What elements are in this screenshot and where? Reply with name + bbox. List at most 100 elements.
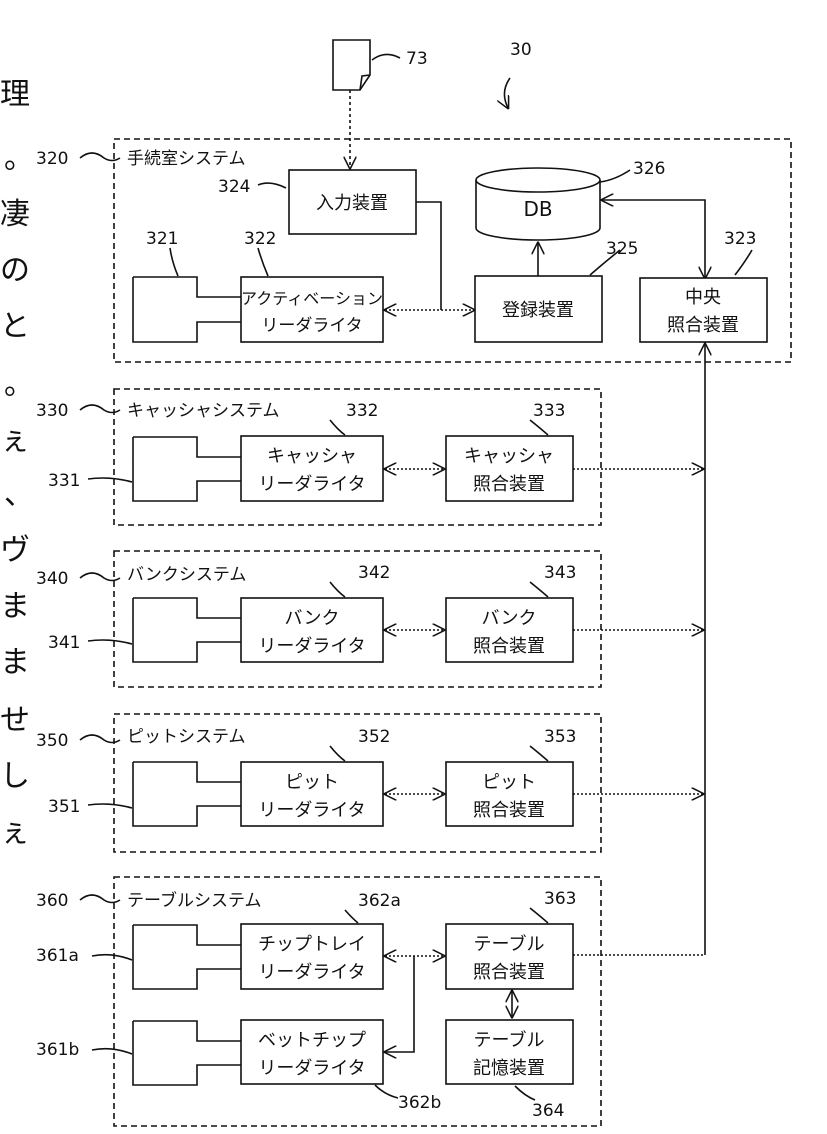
ref-363: 363 [544,889,576,909]
register-device-label: 登録装置 [502,300,574,321]
bank-antenna [133,598,241,662]
ref-30: 30 [510,40,532,60]
leader-362a [345,910,358,923]
leader-324 [258,183,286,188]
ref-73: 73 [406,49,428,69]
tray-antenna [133,925,241,989]
ref-353: 353 [544,727,576,747]
pit-checker-line2: 照合装置 [473,800,545,821]
cashier-system-label: キャッシャシステム [127,401,280,421]
ref-321: 321 [146,229,178,249]
pit-antenna [133,762,241,826]
pit-system-label: ピットシステム [127,727,246,747]
leader-333 [530,420,548,435]
margin-char: ヴ [0,533,30,568]
leader-353 [530,746,548,761]
margin-char: し [0,759,30,794]
ref-341: 341 [48,633,80,653]
margin-char: せ [0,703,30,738]
input-line [416,202,441,310]
ref-364: 364 [532,1101,564,1121]
ref-324: 324 [218,177,250,197]
margin-characters: 理 。 凄 の と 。 ぇ 、 ヴ ま ま せ し ぇ [0,77,34,850]
table-storage-line1: テーブル [474,1029,545,1051]
bank-system-label: バンクシステム [127,565,246,585]
tray-reader-line1: チップトレイ [258,934,366,955]
margin-char: 理 [0,77,30,112]
ref-362a: 362a [358,891,401,911]
leader-322 [258,248,268,276]
leader-351 [88,804,132,808]
db-cylinder-top [476,168,600,192]
ref-326: 326 [633,159,665,179]
input-device-label: 入力装置 [316,193,388,214]
leader-331 [88,478,132,482]
ref-362b: 362b [398,1093,441,1113]
margin-char: ま [0,589,30,624]
margin-char: ま [0,645,30,680]
leader-361a [92,955,132,960]
ref-361b: 361b [36,1040,79,1060]
db-label: DB [523,197,552,221]
ref-360: 360 [36,891,68,911]
pit-reader-line2: リーダライタ [258,800,365,821]
ref-361a: 361a [36,946,79,966]
leader-361b [92,1049,132,1054]
leader-323 [735,250,752,275]
ref-323: 323 [724,229,756,249]
ref-332: 332 [346,401,378,421]
margin-char: と [0,309,30,344]
margin-char: 凄 [0,197,30,232]
leader-343 [530,582,548,597]
ref-331: 331 [48,471,80,491]
tray-reader-line2: リーダライタ [258,962,365,983]
ref-350: 350 [36,731,68,751]
activation-reader-line1: アクティベーション [241,289,383,308]
margin-char: 。 [4,367,34,402]
leader-363 [530,908,548,923]
leader-342 [330,582,345,597]
central-checker-line1: 中央 [685,287,721,308]
margin-char: の [0,253,30,288]
ref-352: 352 [358,727,390,747]
activation-antenna [133,277,241,297]
ref-322: 322 [244,229,276,249]
bet-reader-line2: リーダライタ [258,1058,365,1079]
leader-352 [330,746,345,761]
ref-330: 330 [36,401,68,421]
cashier-reader-line1: キャッシャ [267,446,357,467]
ref-340: 340 [36,569,68,589]
document-icon [333,40,370,90]
table-checker-line1: テーブル [474,933,545,955]
leader-332 [330,420,345,435]
bet-antenna [133,1021,241,1085]
bank-reader-line1: バンク [285,608,340,629]
margin-char: ぇ [0,423,30,458]
central-checker-line2: 照合装置 [667,315,739,336]
ref-333: 333 [533,401,565,421]
leader-321 [170,248,178,276]
leader-73 [372,54,400,60]
room-system-label: 手続室システム [127,149,246,169]
ref-343: 343 [544,563,576,583]
ref-342: 342 [358,563,390,583]
cashier-checker-line2: 照合装置 [473,474,545,495]
ref-351: 351 [48,797,80,817]
bank-checker-line1: バンク [482,608,537,629]
pit-reader-line1: ピット [285,772,339,793]
table-checker-line2: 照合装置 [473,962,545,983]
leader-326 [600,170,630,182]
table-system-label: テーブルシステム [127,890,261,911]
bank-checker-line2: 照合装置 [473,636,545,657]
pit-checker-line1: ピット [482,772,536,793]
cashier-checker-line1: キャッシャ [464,446,554,467]
leader-341 [88,640,132,644]
bank-reader-line2: リーダライタ [258,636,365,657]
leader-362b [375,1085,398,1098]
figure-ref-arrow [504,78,510,108]
margin-char: 。 [4,141,34,176]
table-storage-line2: 記憶装置 [473,1058,545,1079]
bet-reader-line1: ベットチップ [258,1030,366,1051]
cashier-reader-line2: リーダライタ [258,474,365,495]
